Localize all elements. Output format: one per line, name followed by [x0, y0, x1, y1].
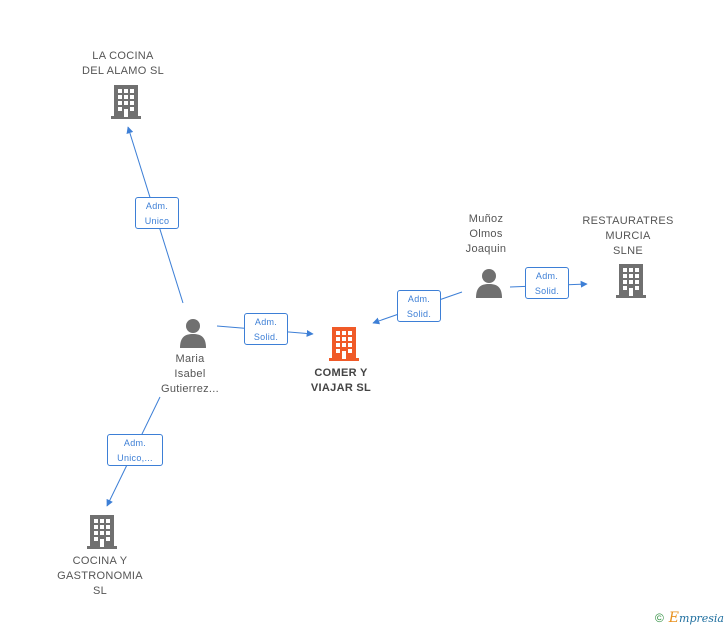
node-label-line: Gutierrez...	[160, 383, 219, 395]
node-label-line: VIAJAR SL	[310, 382, 372, 394]
node-label-line: COCINA Y	[72, 555, 128, 567]
building-icon[interactable]	[111, 85, 141, 119]
edge-label-line: Adm.	[535, 271, 559, 281]
edge-label-line: Unico	[144, 216, 170, 226]
building-icon[interactable]	[616, 264, 646, 298]
edge-label-line: Adm.	[145, 201, 169, 211]
edge-label-line: Solid.	[406, 309, 432, 319]
edge-label-line: Solid.	[253, 332, 279, 342]
node-label-line: SLNE	[613, 245, 643, 257]
node-label-line: Isabel	[174, 368, 206, 380]
building-icon[interactable]	[87, 515, 117, 549]
node-label-la-cocina[interactable]: LA COCINA DEL ALAMO SL	[63, 49, 183, 79]
edge-label-line: Unico,...	[117, 453, 153, 463]
empresia-logo-text: mpresia	[679, 612, 724, 625]
node-label-line: SL	[92, 585, 108, 597]
node-label-line: DEL ALAMO SL	[81, 65, 165, 77]
node-label-line: MURCIA	[605, 230, 651, 242]
node-label-line: Joaquin	[465, 243, 507, 255]
node-label-line: LA COCINA	[92, 50, 154, 62]
empresia-footer[interactable]: © Empresia	[655, 610, 724, 626]
node-label-line: Maria	[175, 353, 205, 365]
edge-label-maria-cocina-gastronomia[interactable]: Adm. Unico,...	[107, 434, 163, 466]
node-label-restauratres[interactable]: RESTAURATRES MURCIA SLNE	[568, 214, 688, 259]
edge-label-maria-la-cocina[interactable]: Adm. Unico	[135, 197, 179, 229]
person-icon[interactable]	[180, 319, 206, 348]
edge-label-line: Adm.	[254, 317, 278, 327]
node-label-line: Muñoz	[468, 213, 504, 225]
node-label-maria[interactable]: Maria Isabel Gutierrez...	[130, 352, 250, 397]
edge-label-munoz-comer[interactable]: Adm. Solid.	[397, 290, 441, 322]
empresia-logo-e: E	[668, 610, 680, 626]
edge-label-line: Adm.	[407, 294, 431, 304]
edge-label-maria-comer[interactable]: Adm. Solid.	[244, 313, 288, 345]
node-label-line: RESTAURATRES	[582, 215, 674, 227]
node-label-munoz[interactable]: Muñoz Olmos Joaquin	[426, 212, 546, 257]
node-label-line: GASTRONOMIA	[57, 570, 143, 582]
node-label-line: Olmos	[469, 228, 503, 240]
copyright-symbol: ©	[654, 611, 664, 625]
edge-label-line: Adm.	[123, 438, 147, 448]
edge-label-munoz-restauratres[interactable]: Adm. Solid.	[525, 267, 569, 299]
node-label-comer-y-viajar[interactable]: COMER Y VIAJAR SL	[281, 366, 401, 396]
building-icon[interactable]	[329, 327, 359, 361]
node-label-cocina-gastronomia[interactable]: COCINA Y GASTRONOMIA SL	[40, 554, 160, 599]
node-label-line: COMER Y	[314, 367, 368, 379]
person-icon[interactable]	[476, 269, 502, 298]
edge-label-line: Solid.	[534, 286, 560, 296]
